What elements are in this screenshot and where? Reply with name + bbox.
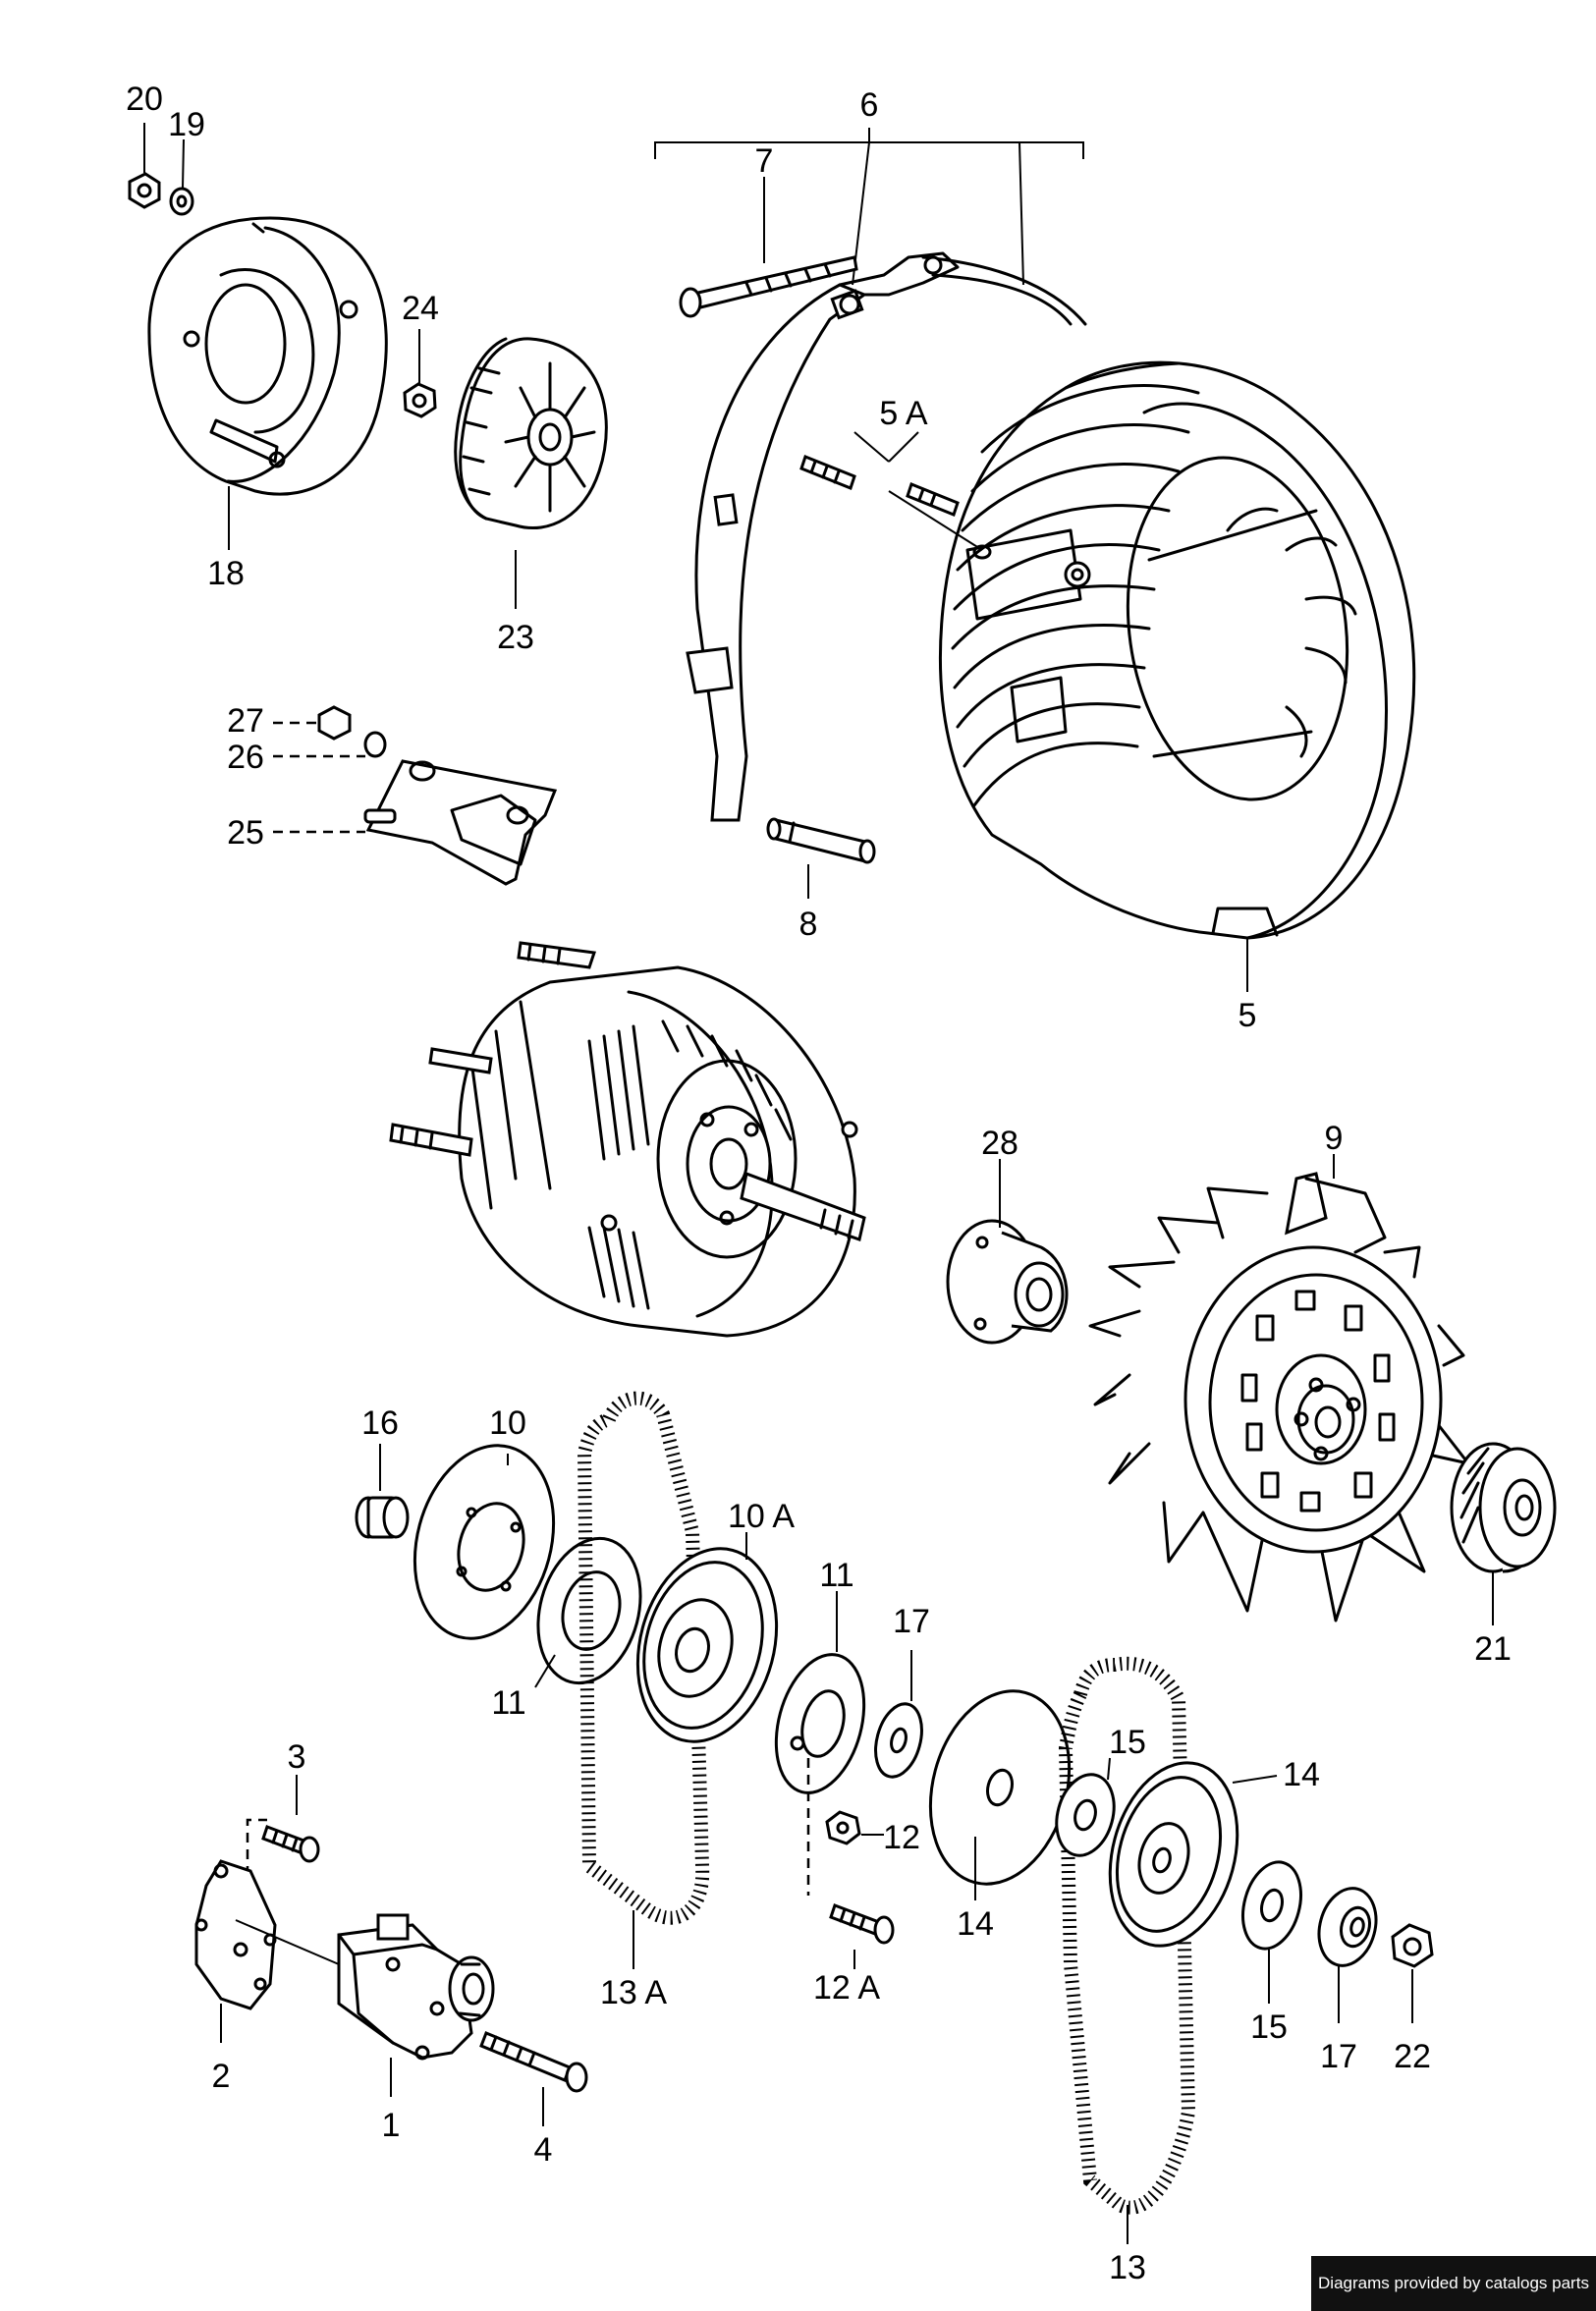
part-5a-stud-a[interactable] — [799, 455, 856, 490]
label-2: 2 — [212, 2058, 231, 2095]
label-14-right: 14 — [1283, 1756, 1320, 1793]
diagram-credit-banner: Diagrams provided by catalogs parts — [1311, 2256, 1596, 2311]
part-15-shim-a[interactable] — [1048, 1768, 1123, 1862]
part-6-clamp-strap[interactable] — [686, 251, 1087, 822]
label-15-lower: 15 — [1250, 2008, 1288, 2046]
label-17-upper: 17 — [893, 1603, 930, 1640]
label-23: 23 — [497, 619, 534, 656]
label-10a: 10 A — [728, 1498, 795, 1535]
label-4: 4 — [534, 2131, 553, 2169]
part-12-nut[interactable] — [825, 1810, 861, 1845]
label-9: 9 — [1325, 1120, 1344, 1157]
part-22-nut[interactable] — [1391, 1923, 1434, 1968]
part-14-pulley-half-b[interactable] — [1091, 1748, 1257, 1960]
label-10: 10 — [489, 1404, 526, 1442]
credit-text: Diagrams provided by catalogs parts — [1318, 2274, 1589, 2292]
part-5a-stud-b[interactable] — [906, 482, 960, 517]
label-25: 25 — [227, 814, 264, 852]
part-23-fan-wheel[interactable] — [454, 337, 608, 530]
part-17-washer-b[interactable] — [1311, 1882, 1385, 1972]
leader-19 — [182, 138, 185, 189]
label-19: 19 — [168, 106, 205, 143]
part-11-shim-a[interactable] — [523, 1527, 655, 1695]
part-2-mounting-bracket[interactable] — [194, 1859, 277, 2010]
part-10a-pulley-half[interactable] — [617, 1533, 797, 1757]
part-24-nut[interactable] — [403, 382, 437, 418]
label-6: 6 — [860, 86, 879, 124]
leader-5a-link — [888, 490, 983, 551]
label-20: 20 — [126, 81, 163, 118]
part-19-washer[interactable] — [169, 187, 194, 216]
part-10-pulley-half[interactable] — [394, 1430, 574, 1654]
part-12a-bolt[interactable] — [829, 1903, 895, 1945]
label-27: 27 — [227, 702, 264, 740]
part-28-hub-bushing[interactable] — [946, 1219, 1069, 1345]
part-alternator[interactable] — [389, 941, 866, 1338]
label-14-left: 14 — [957, 1905, 994, 1943]
label-11-lower: 11 — [491, 1684, 525, 1722]
part-21-pulley[interactable] — [1450, 1442, 1557, 1573]
label-7: 7 — [755, 142, 774, 180]
label-8: 8 — [799, 906, 818, 943]
leader-15a — [1107, 1757, 1111, 1781]
part-9-cooling-fan[interactable] — [1088, 1172, 1470, 1623]
label-12: 12 — [883, 1819, 920, 1856]
label-17-lower: 17 — [1320, 2038, 1357, 2075]
label-11-upper: 11 — [819, 1557, 853, 1594]
part-13a-v-belt[interactable] — [577, 1391, 710, 1925]
label-24: 24 — [402, 290, 439, 327]
part-5-blower-housing[interactable] — [938, 360, 1416, 940]
label-5a: 5 A — [879, 395, 927, 432]
label-18: 18 — [207, 555, 245, 592]
leader-11a — [534, 1654, 556, 1688]
part-15-shim-b[interactable] — [1234, 1855, 1309, 1954]
label-5: 5 — [1238, 997, 1257, 1034]
label-13a: 13 A — [600, 1974, 667, 2011]
part-4-bolt[interactable] — [479, 2031, 588, 2093]
label-22: 22 — [1394, 2038, 1431, 2075]
leader-6b — [1018, 141, 1024, 286]
part-3-bolt[interactable] — [261, 1825, 320, 1863]
part-16-spacer[interactable] — [355, 1496, 410, 1539]
part-11-shim-b[interactable] — [762, 1645, 878, 1803]
label-16: 16 — [361, 1404, 399, 1442]
leader-14b — [1232, 1775, 1278, 1784]
part-7-bolt[interactable] — [679, 255, 858, 318]
part-25-27-bracket-plate[interactable] — [317, 705, 558, 886]
leader-3-axis — [246, 1818, 267, 1876]
label-1: 1 — [382, 2107, 401, 2144]
label-3: 3 — [288, 1738, 306, 1776]
leader-1-link — [235, 1919, 340, 1965]
part-1-idler-arm[interactable] — [337, 1913, 495, 2061]
leader-5a — [853, 431, 919, 463]
label-12a: 12 A — [813, 1969, 880, 2007]
part-8-pin[interactable] — [766, 817, 876, 864]
part-18-cover[interactable] — [147, 216, 388, 496]
label-26: 26 — [227, 739, 264, 776]
label-28: 28 — [981, 1125, 1018, 1162]
label-15-upper: 15 — [1109, 1724, 1146, 1761]
label-21: 21 — [1474, 1630, 1512, 1668]
label-13: 13 — [1109, 2249, 1146, 2286]
part-17-washer-a[interactable] — [868, 1699, 929, 1783]
part-20-nut[interactable] — [128, 172, 161, 209]
